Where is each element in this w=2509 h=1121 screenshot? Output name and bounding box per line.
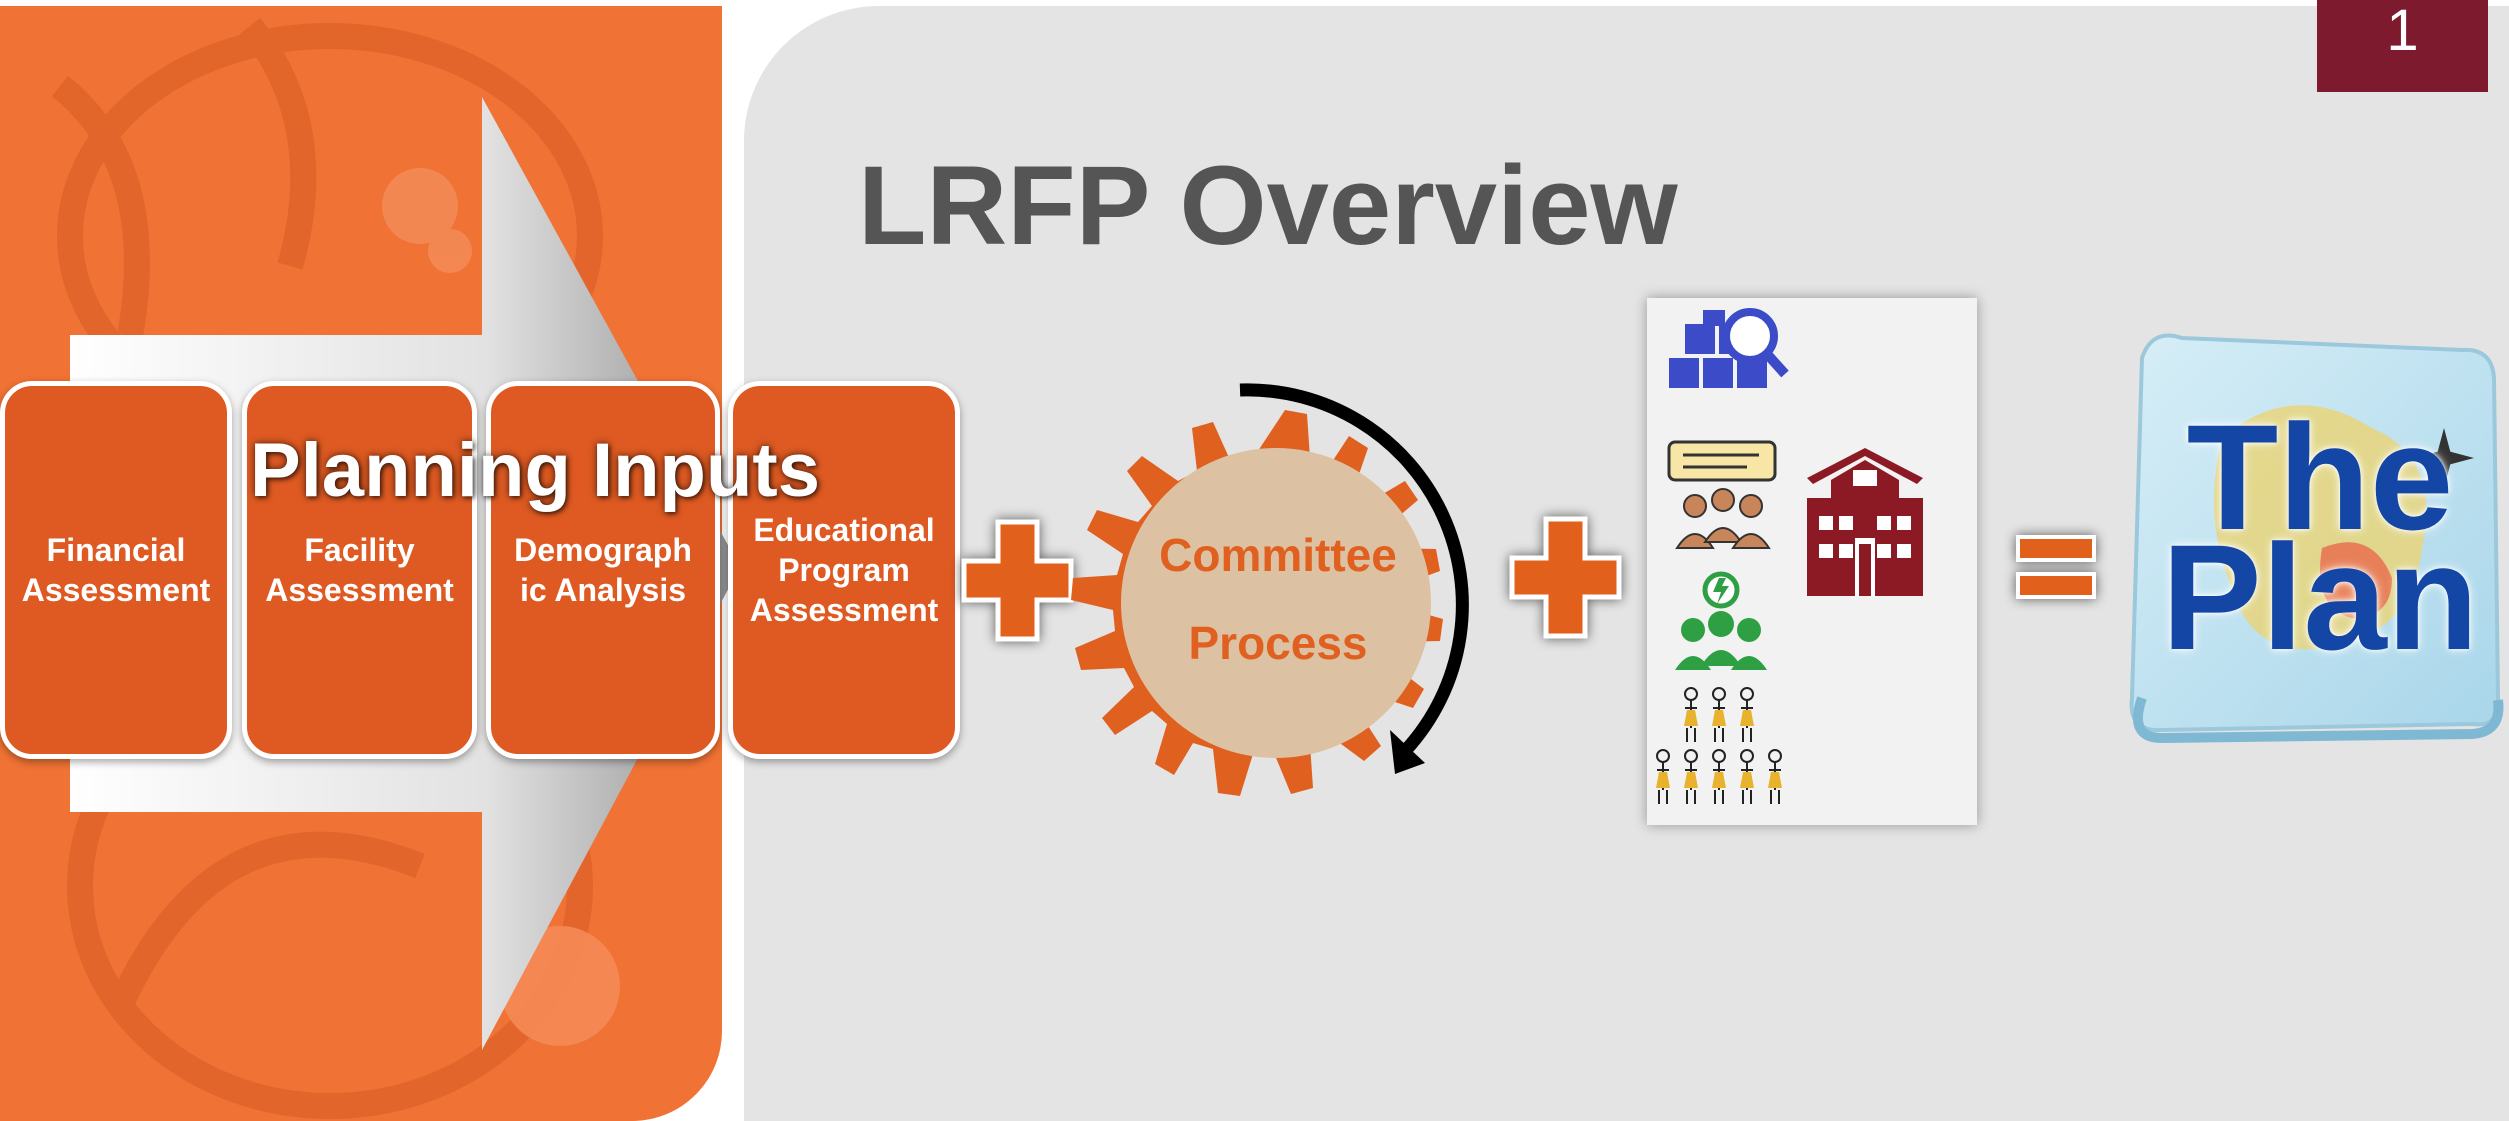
planning-inputs-label: Planning Inputs xyxy=(250,428,820,513)
discussion-group-icon xyxy=(1667,440,1777,549)
plus-icon xyxy=(961,519,1074,642)
committee-label-line1: Committee xyxy=(1159,529,1397,581)
treasure-map-image xyxy=(2129,333,2504,744)
stakeholders-card xyxy=(1647,298,1977,825)
compass-rose-icon xyxy=(2414,428,2474,488)
school-building-icon xyxy=(1807,448,1923,596)
plus-icon xyxy=(1509,516,1622,639)
page-number-badge: 1 xyxy=(2317,0,2488,92)
gear-icon xyxy=(1071,410,1443,796)
inventory-search-icon xyxy=(1669,308,1789,388)
committee-label-line2: Process xyxy=(1188,617,1368,669)
stakeholder-icons xyxy=(1656,308,1923,804)
cycle-arrow-icon xyxy=(1239,383,1469,774)
people-shirts xyxy=(1656,710,1782,788)
input-box-financial: Financial Assessment xyxy=(0,381,232,759)
plan-label-line1: The xyxy=(2186,393,2454,561)
input-box-educational: Educational Program Assessment xyxy=(728,381,960,759)
page-title: LRFP Overview xyxy=(858,143,1678,268)
input-box-demographic: Demograph ic Analysis xyxy=(486,381,720,759)
equals-icon xyxy=(2016,535,2096,599)
input-box-facility: Facility Assessment xyxy=(242,381,477,759)
plan-label-line2: Plan xyxy=(2161,513,2479,681)
idea-team-icon xyxy=(1675,571,1767,670)
